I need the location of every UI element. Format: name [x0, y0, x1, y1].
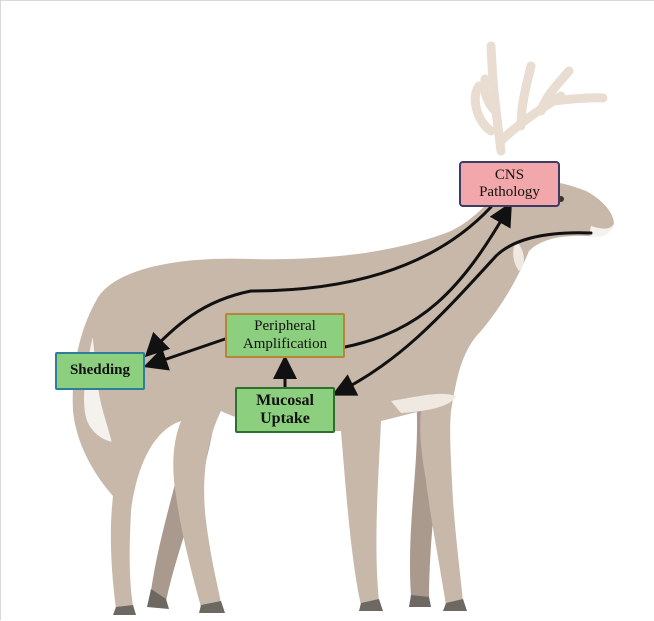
node-mucosal-label: Mucosal Uptake [256, 392, 314, 429]
node-cns-pathology: CNS Pathology [459, 161, 560, 207]
node-shedding-label: Shedding [70, 362, 130, 379]
node-shedding: Shedding [55, 352, 145, 390]
deer-body-shape [73, 181, 614, 609]
node-cns-label: CNS Pathology [479, 167, 540, 202]
antler-shape [475, 46, 603, 151]
node-peripheral-amplification: Peripheral Amplification [225, 313, 345, 358]
node-peripheral-label: Peripheral Amplification [243, 318, 327, 353]
node-mucosal-uptake: Mucosal Uptake [235, 387, 335, 433]
